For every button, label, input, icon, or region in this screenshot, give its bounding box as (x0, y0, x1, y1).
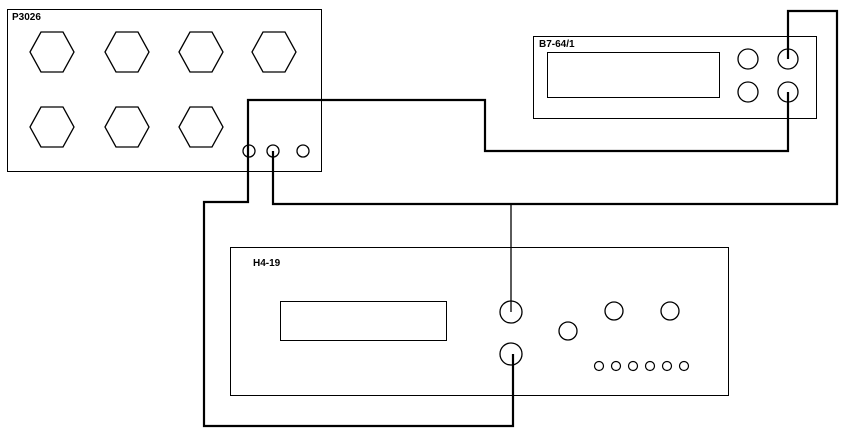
device-p3026: P3026 (7, 9, 322, 172)
wires (202, 9, 839, 428)
p3026-hex-knobs (29, 31, 297, 148)
knob (604, 301, 624, 321)
device-b7-label: B7-64/1 (539, 39, 575, 50)
p3026-terminals (242, 144, 310, 158)
hex-knob (104, 106, 150, 148)
hex-knob (104, 31, 150, 73)
indicator-light (661, 360, 673, 372)
hex-knob (178, 31, 224, 73)
indicator-light (678, 360, 690, 372)
knob (558, 321, 578, 341)
terminal (499, 342, 523, 366)
hex-knob (178, 106, 224, 148)
device-b7-display (547, 52, 720, 98)
device-h4: H4-19 (230, 247, 729, 396)
hex-knob (29, 106, 75, 148)
device-h4-body (230, 247, 729, 396)
terminal (737, 48, 759, 70)
h4-indicator-row (593, 360, 690, 372)
hex-knob (251, 31, 297, 73)
indicator-light (610, 360, 622, 372)
knob (660, 301, 680, 321)
indicator-light (627, 360, 639, 372)
device-h4-display (280, 301, 447, 341)
h4-terminals (499, 300, 680, 366)
terminal (296, 144, 310, 158)
device-h4-label: H4-19 (253, 258, 281, 269)
device-b7: B7-64/1 (533, 36, 817, 119)
indicator-light (593, 360, 605, 372)
device-p3026-label: P3026 (12, 12, 41, 23)
device-p3026-body (7, 9, 322, 172)
device-b7-body (533, 36, 817, 119)
hex-knob (29, 31, 75, 73)
wire-b7-to-p3026-middle (271, 9, 839, 206)
terminal (737, 81, 759, 103)
wire-b7-to-h4-lower (202, 92, 790, 428)
indicator-light (644, 360, 656, 372)
